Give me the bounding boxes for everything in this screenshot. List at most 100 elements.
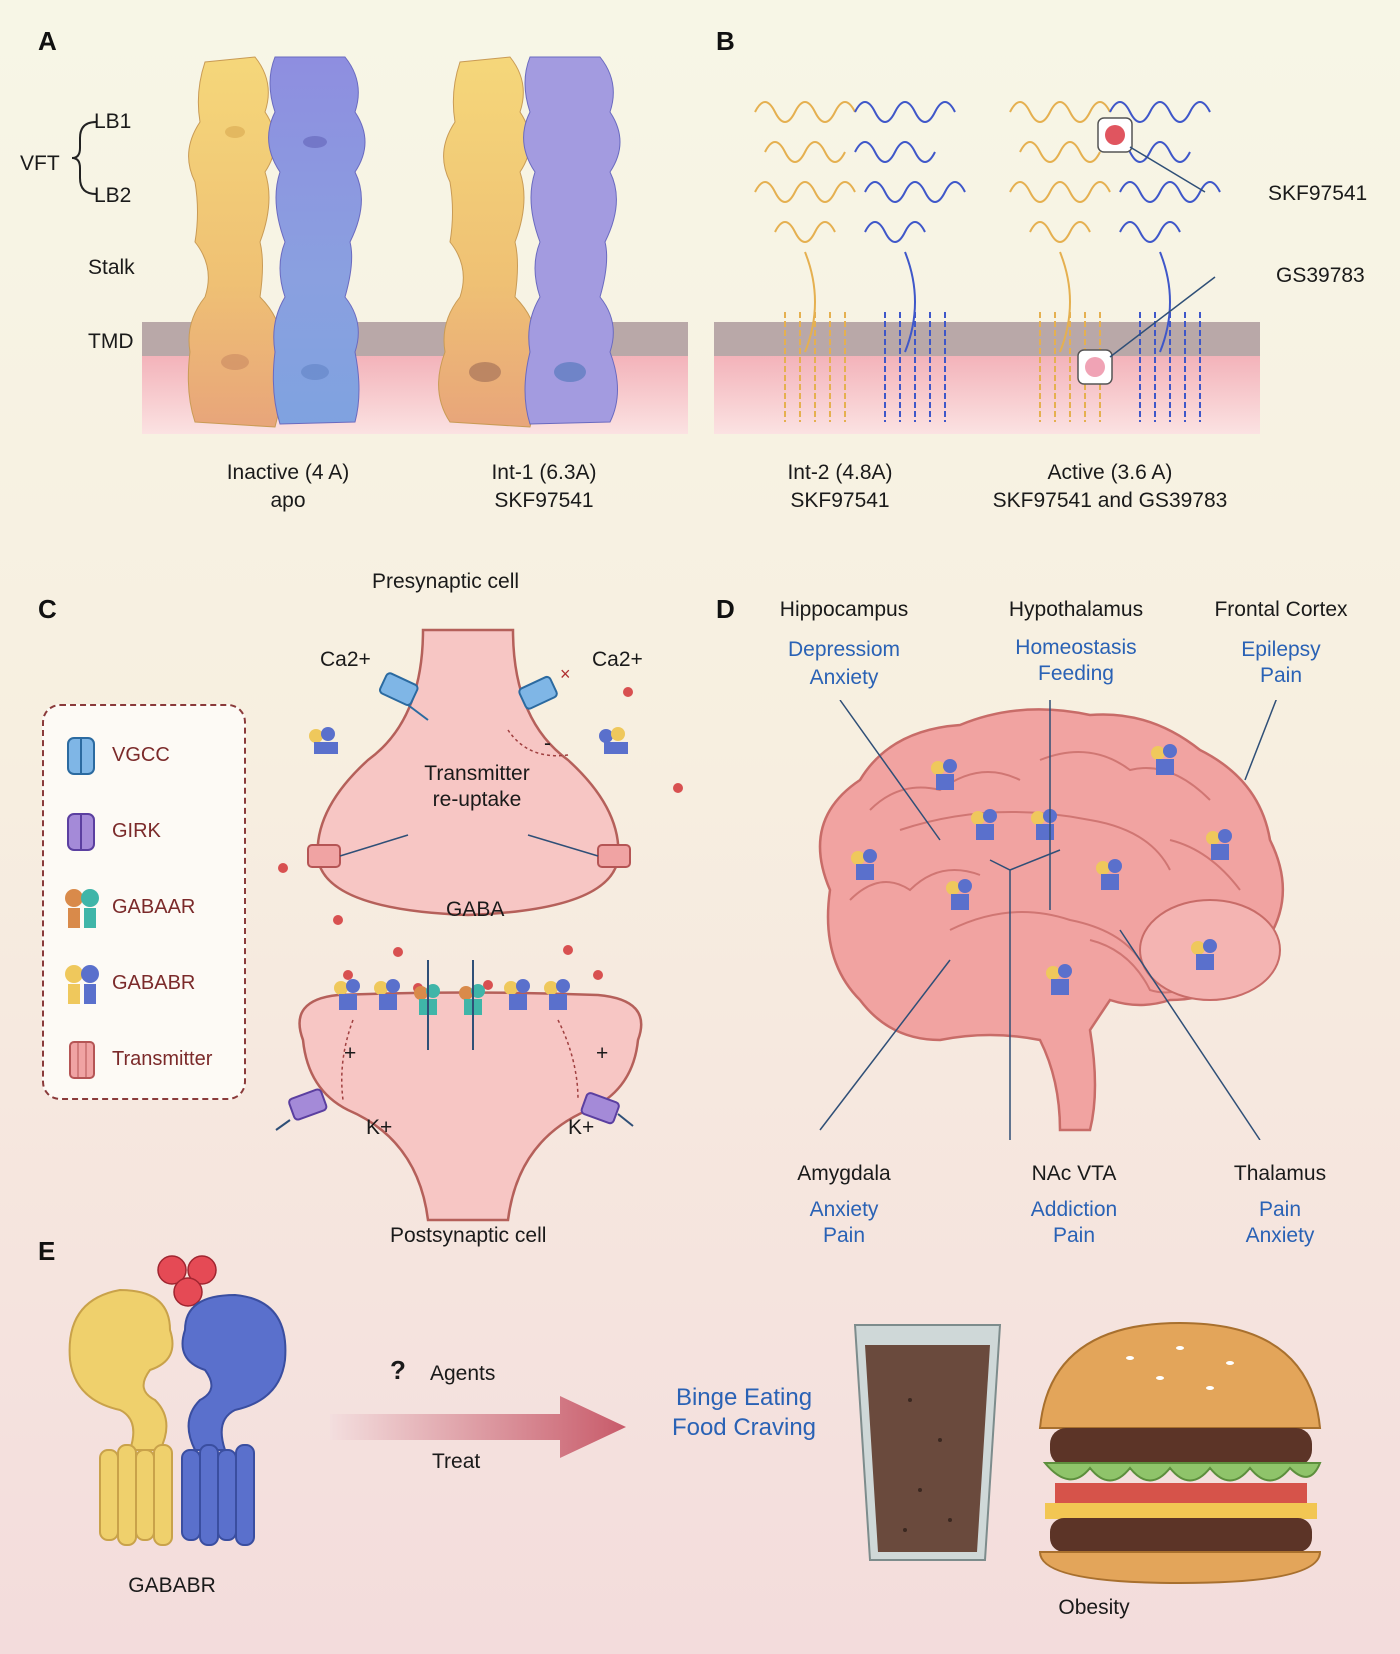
- girk-right: [580, 1092, 620, 1125]
- legend-box: VGCC GIRK GABAAR GABABR Transmitter: [42, 704, 246, 1100]
- postsynaptic-cell: [298, 991, 643, 1222]
- caption-int1-1: Int-1 (6.3A): [491, 461, 597, 484]
- calcium-right-label: Ca2+: [592, 648, 643, 671]
- hypothalamus-role-2: Feeding: [1038, 662, 1114, 685]
- obesity-label: Obesity: [1058, 1596, 1130, 1619]
- skf97541-callout: SKF97541: [1268, 182, 1368, 205]
- cryoem-density-maps: [187, 56, 621, 428]
- reuptake-label-1: Transmitter: [424, 762, 530, 785]
- treat-label: Treat: [432, 1450, 481, 1473]
- nac-vta-role-2: Pain: [1052, 1224, 1096, 1247]
- ribbon-int2: [754, 101, 966, 422]
- lb1-label: LB1: [94, 110, 132, 133]
- legend-girk: GIRK: [62, 810, 242, 854]
- reuptake-label-2: re-uptake: [432, 788, 522, 811]
- plus-left: +: [344, 1042, 357, 1065]
- plus-right: +: [596, 1042, 609, 1065]
- presynaptic-terminal: [316, 628, 620, 917]
- frontal-cortex-role-1: Epilepsy: [1241, 638, 1321, 661]
- density-map-int1: [438, 56, 621, 428]
- potassium-left-label: K+: [366, 1116, 393, 1139]
- svg-text:×: ×: [560, 664, 571, 684]
- gabab-receptor-illustration: [68, 1255, 287, 1546]
- panel-b-letter: B: [716, 26, 735, 56]
- panel-d-letter: D: [716, 594, 735, 624]
- caption-active-1: Active (3.6 A): [1047, 461, 1173, 484]
- transmitter-icon: [69, 1041, 95, 1079]
- girk-left: [288, 1088, 328, 1121]
- presyn-gabab-left: [309, 727, 338, 754]
- caption-active-2: SKF97541 and GS39783: [992, 489, 1228, 512]
- agents-label: Agents: [430, 1362, 496, 1385]
- caption-int1-2: SKF97541: [494, 489, 594, 512]
- ribbon-active: [1009, 101, 1221, 422]
- caption-int2-2: SKF97541: [790, 489, 890, 512]
- panel-a-letter: A: [38, 26, 57, 56]
- thalamus-label: Thalamus: [1233, 1162, 1327, 1185]
- caption-inactive-2: apo: [270, 489, 306, 512]
- gaba-molecules: [278, 687, 683, 993]
- thalamus-role-1: Pain: [1258, 1198, 1302, 1221]
- legend-gabaa: GABAAR: [62, 886, 242, 930]
- legend-transmitter-label: Transmitter: [112, 1048, 213, 1070]
- gs39783-callout: GS39783: [1276, 264, 1365, 287]
- hypothalamus-label: Hypothalamus: [1008, 598, 1144, 621]
- postsyn-receptors: [334, 979, 570, 1015]
- hippocampus-label: Hippocampus: [779, 598, 909, 621]
- gabaa-receptor-icon: [65, 889, 99, 928]
- treatment-arrow: [330, 1396, 626, 1458]
- transmitter-left: [307, 844, 341, 868]
- synapse-diagram: ×: [275, 628, 683, 1222]
- caption-inactive-1: Inactive (4 A): [226, 461, 350, 484]
- hippocampus-role-2: Anxiety: [809, 666, 879, 689]
- potassium-right-label: K+: [568, 1116, 595, 1139]
- amygdala-label: Amygdala: [797, 1162, 891, 1185]
- legend-gabab-label: GABABR: [112, 972, 196, 994]
- minus-sign: -: [544, 732, 551, 755]
- gabab-receptor-icon: [65, 965, 99, 1004]
- vgcc-icon: [67, 737, 95, 775]
- effect-label-1: Binge Eating: [675, 1384, 813, 1411]
- calcium-left-label: Ca2+: [320, 648, 371, 671]
- amygdala-role-1: Anxiety: [809, 1198, 879, 1221]
- tmd-label: TMD: [88, 330, 134, 353]
- question-mark: ?: [390, 1355, 406, 1385]
- frontal-cortex-role-2: Pain: [1259, 664, 1303, 687]
- transmitter-right: [597, 844, 631, 868]
- nac-vta-label: NAc VTA: [1031, 1162, 1117, 1185]
- frontal-cortex-label: Frontal Cortex: [1214, 598, 1348, 621]
- legend-gabab: GABABR: [62, 962, 242, 1006]
- caption-int2-1: Int-2 (4.8A): [787, 461, 893, 484]
- legend-girk-label: GIRK: [112, 820, 161, 842]
- ribbon-structures: [754, 101, 1221, 422]
- amygdala-role-2: Pain: [822, 1224, 866, 1247]
- vft-bracket: [71, 121, 97, 195]
- nac-vta-role-1: Addiction: [1030, 1198, 1118, 1221]
- thalamus-role-2: Anxiety: [1245, 1224, 1315, 1247]
- legend-vgcc-label: VGCC: [112, 744, 170, 766]
- brain-illustration: [818, 700, 1285, 1140]
- stalk-label: Stalk: [88, 256, 135, 279]
- panel-e-letter: E: [38, 1236, 56, 1266]
- postsynaptic-label: Postsynaptic cell: [390, 1224, 547, 1247]
- effect-label-2: Food Craving: [671, 1414, 817, 1441]
- density-map-inactive: [187, 56, 366, 428]
- soda-glass-icon: [853, 1324, 1002, 1561]
- burger-icon: [1038, 1321, 1322, 1585]
- legend-vgcc: VGCC: [62, 734, 242, 778]
- girk-icon: [67, 813, 95, 851]
- presynaptic-label: Presynaptic cell: [372, 570, 520, 593]
- panel-c-letter: C: [38, 594, 57, 624]
- presyn-gabab-right: [599, 727, 628, 754]
- hippocampus-role-1: Depressiom: [787, 638, 901, 661]
- legend-transmitter: Transmitter: [62, 1038, 242, 1082]
- gabab-receptor-caption: GABABR: [128, 1574, 216, 1597]
- gaba-label: GABA: [446, 898, 505, 921]
- vgcc-left: [379, 672, 419, 706]
- legend-gabaa-label: GABAAR: [112, 896, 196, 918]
- hypothalamus-role-1: Homeostasis: [1015, 636, 1137, 659]
- vgcc-right: [518, 675, 558, 710]
- brain-receptors: [851, 744, 1232, 995]
- vft-label: VFT: [20, 152, 60, 175]
